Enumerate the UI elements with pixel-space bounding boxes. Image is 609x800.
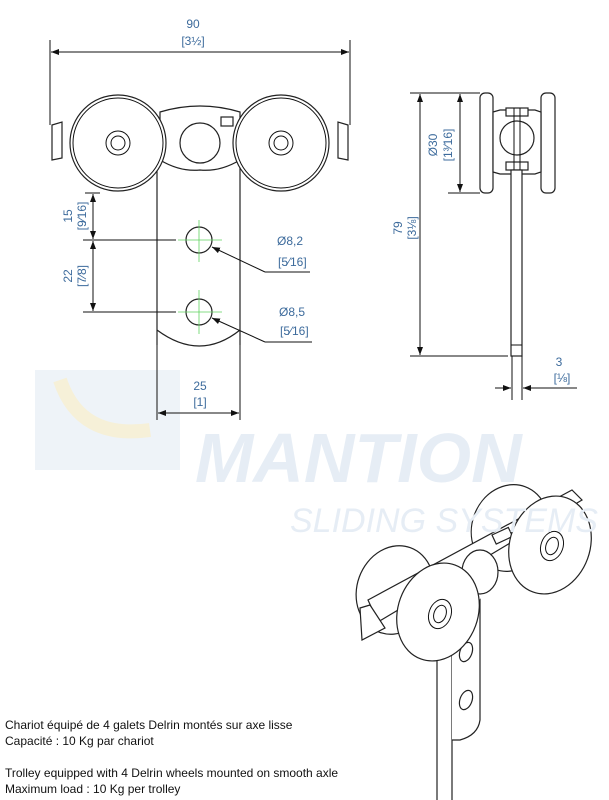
note-fr-line2: Capacité : 10 Kg par chariot xyxy=(5,734,154,748)
dim-hole-lower-inch: [5⁄16] xyxy=(280,324,309,338)
dim-hole-offset-mm: 15 xyxy=(61,209,75,223)
watermark-tagline: SLIDING SYSTEMS xyxy=(290,502,598,540)
note-en-line1: Trolley equipped with 4 Delrin wheels mo… xyxy=(5,766,339,780)
right-wheel xyxy=(232,94,330,192)
note-fr-line1: Chariot équipé de 4 galets Delrin montés… xyxy=(5,718,293,732)
dim-width-mm: 90 xyxy=(186,17,200,31)
dim-plate-width-mm: 25 xyxy=(193,379,207,393)
dim-plate-width-inch: [1] xyxy=(193,395,206,409)
axle-hub xyxy=(179,122,221,164)
dim-hole-upper-inch: [5⁄16] xyxy=(278,255,307,269)
dim-width-inch: [3½] xyxy=(181,34,204,48)
dim-thickness-inch: [⅛] xyxy=(554,371,571,385)
dim-thickness-mm: 3 xyxy=(556,355,563,369)
watermark-brand: MANTION xyxy=(195,419,523,497)
isometric-view xyxy=(355,484,592,800)
dim-wheel-diameter-mm: Ø30 xyxy=(426,133,440,156)
dim-height-mm: 79 xyxy=(391,221,405,235)
dim-hole-spacing-inch: [7⁄8] xyxy=(75,265,89,287)
dim-height-inch: [3⅛] xyxy=(405,216,419,239)
dim-hole-offset-inch: [9⁄16] xyxy=(75,202,89,231)
watermark-text: MANTION SLIDING SYSTEMS xyxy=(195,419,598,540)
left-wheel xyxy=(69,94,167,192)
front-view: 90 [3½] 15 [9⁄16] 22 xyxy=(49,17,351,420)
dim-hole-spacing-mm: 22 xyxy=(61,269,75,283)
side-view: 79 [3⅛] Ø30 [1³⁄16] 3 [⅛] xyxy=(391,92,577,400)
note-en-line2: Maximum load : 10 Kg per trolley xyxy=(5,782,181,796)
watermark-logo xyxy=(35,370,180,470)
dim-wheel-diameter-inch: [1³⁄16] xyxy=(441,129,455,162)
dim-hole-lower-mm: Ø8,5 xyxy=(279,305,305,319)
dim-hole-upper-mm: Ø8,2 xyxy=(277,234,303,248)
